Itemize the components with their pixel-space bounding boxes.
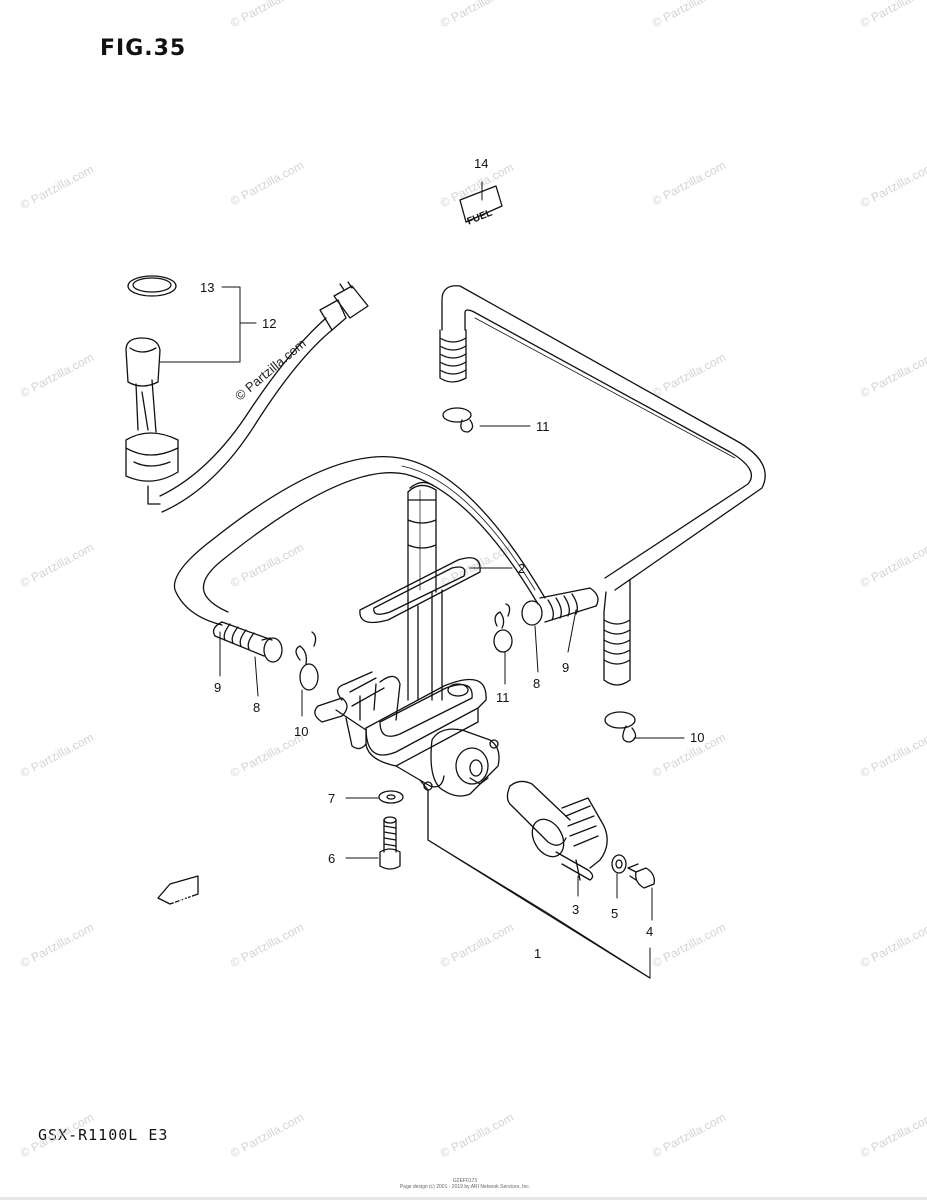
- fuel-hose: [202, 472, 539, 613]
- callout-11-b: 11: [496, 690, 510, 705]
- hose-clip: [442, 407, 474, 433]
- hose-end-center-right: [521, 587, 599, 626]
- screw: [627, 863, 655, 889]
- callout-13: 13: [200, 280, 215, 295]
- callout-7: 7: [328, 791, 336, 806]
- model-code: GSX-R1100L E3: [38, 1126, 169, 1144]
- callout-9-b: 9: [562, 660, 570, 675]
- callout-12: 12: [262, 316, 277, 331]
- hose-clip: [295, 631, 319, 691]
- fuel-hose: [401, 465, 536, 591]
- callout-10-b: 10: [690, 730, 705, 745]
- callout-14: 14: [474, 156, 489, 171]
- callout-6: 6: [328, 851, 336, 866]
- page-footer: G2EF0173 Page design (c) 2001 - 2019 by …: [395, 1178, 535, 1190]
- o-ring: [127, 275, 177, 297]
- hose-clip: [604, 711, 637, 743]
- callout-9: 9: [214, 680, 222, 695]
- callout-8: 8: [253, 700, 261, 715]
- callout-11: 11: [536, 419, 550, 434]
- hose-end-top: [439, 329, 467, 383]
- fuel-hose: [603, 591, 607, 613]
- washer: [378, 790, 404, 804]
- fuel-cock-body: [314, 671, 651, 979]
- fuel-hose: [464, 309, 753, 579]
- callout-4: 4: [646, 924, 654, 939]
- page-edge: [0, 1197, 927, 1200]
- hose-clip: [493, 603, 513, 653]
- figure-title: FIG.35: [100, 36, 187, 61]
- callout-8-b: 8: [533, 676, 541, 691]
- fuel-hose: [441, 285, 766, 591]
- pickup-tube: [407, 481, 443, 701]
- fuel-label-plate: [459, 185, 503, 223]
- callout-5: 5: [611, 906, 619, 921]
- callout-2: 2: [518, 561, 526, 576]
- callout-3: 3: [572, 902, 580, 917]
- footer-code: G2EF0173: [452, 1178, 478, 1184]
- callout-1: 1: [534, 946, 542, 961]
- hose-end-right: [603, 611, 631, 686]
- fuel-hose: [474, 317, 736, 459]
- gasket: [359, 557, 481, 624]
- fuel-sender: [125, 281, 369, 513]
- fuel-label-text: FUEL: [466, 208, 494, 228]
- fwd-arrow: [157, 875, 199, 905]
- hose-end-left: [212, 621, 283, 663]
- bolt: [379, 816, 401, 870]
- fuel-hose: [173, 456, 546, 626]
- callout-10: 10: [294, 724, 309, 739]
- footer-copyright: Page design (c) 2001 - 2019 by ARI Netwo…: [399, 1184, 531, 1190]
- washer: [611, 854, 627, 874]
- fuel-cock-lever: [506, 780, 608, 881]
- fwd-label-text: FWD: [171, 890, 194, 906]
